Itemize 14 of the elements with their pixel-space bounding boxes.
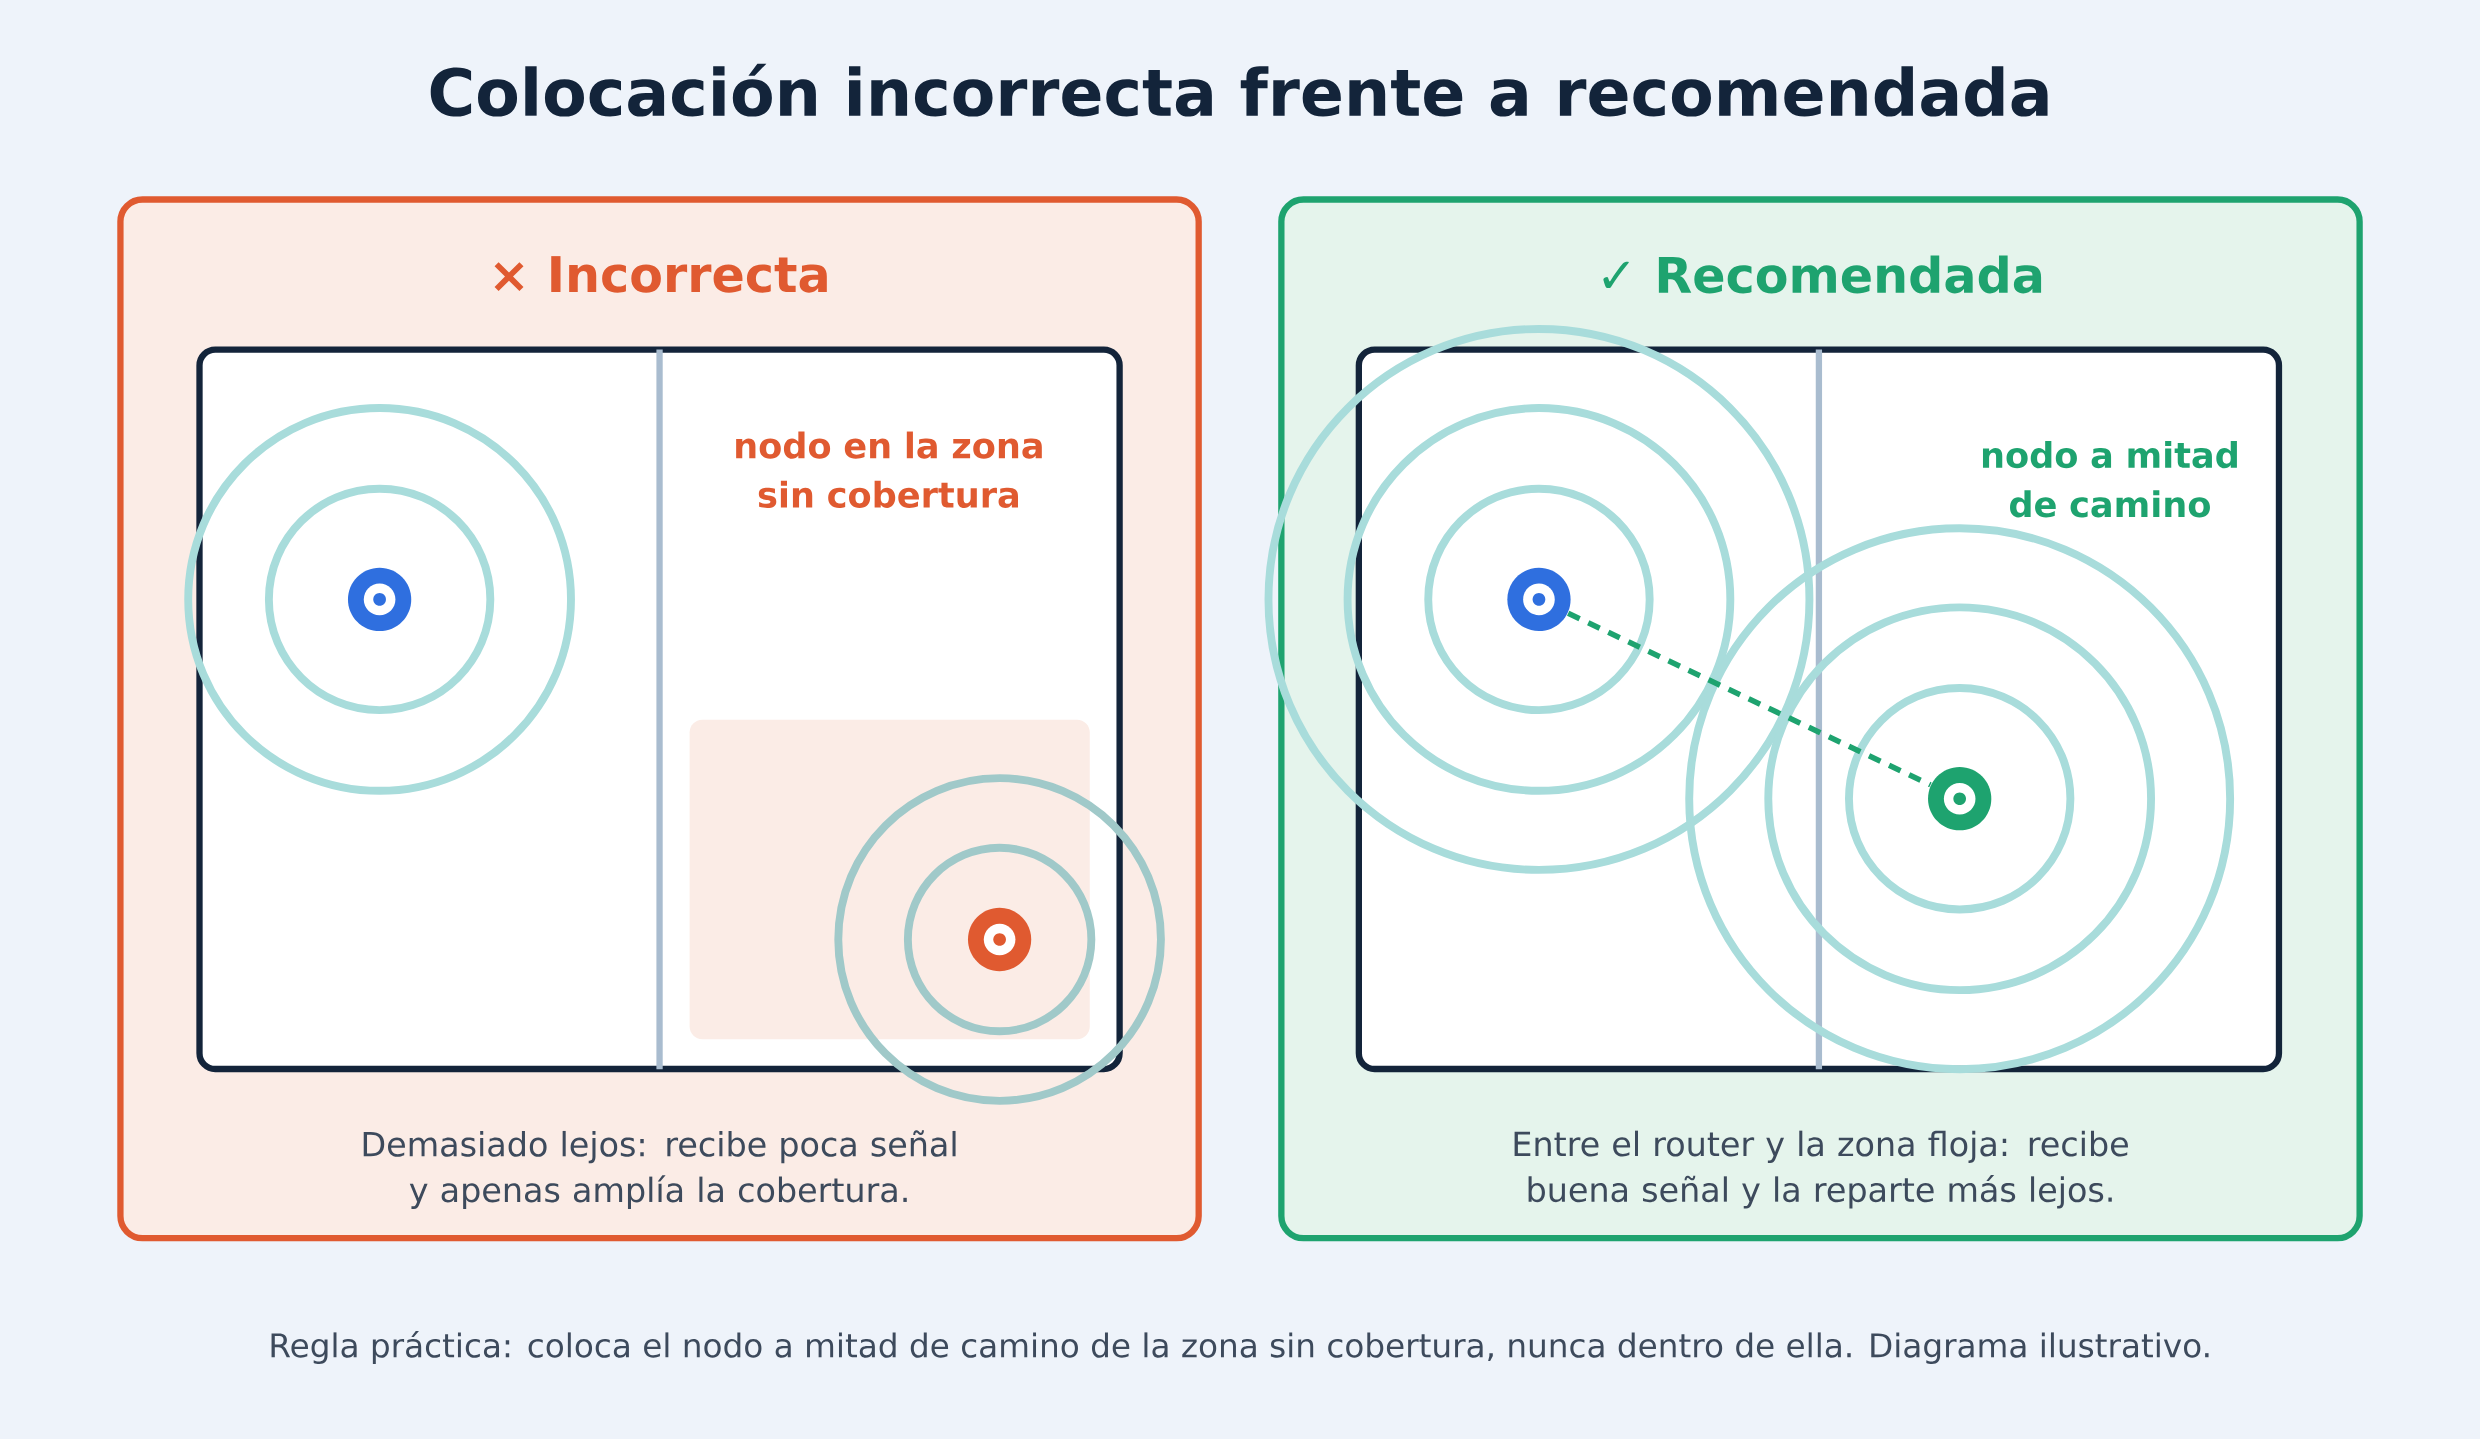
panel-heading: × Incorrecta (494, 256, 827, 293)
footnote: Regla práctica: coloca el nodo a mitad de camino de la zona sin cobertura, nunca dentro de ella. Diagrama ilustrativo. (271, 1330, 2209, 1364)
zone-label: nodo a mitad de camino (1983, 440, 2237, 518)
device-icon (968, 907, 1032, 971)
title: Colocación incorrecta frente a recomendada (430, 63, 2048, 117)
floor-plan (1355, 346, 2283, 1073)
device-icon (1507, 567, 1571, 631)
device-icon (347, 567, 412, 631)
panel-caption: Demasiado lejos: recibe poca señal y apenas amplía la cobertura. (363, 1130, 956, 1209)
panel-caption: Entre el router y la zona floja: recibe buena señal y la reparte más lejos. (1514, 1130, 2128, 1209)
zone-label: nodo en la zona sin cobertura (736, 431, 1042, 508)
panel-heading: ✓ Recomendada (1603, 255, 2042, 294)
connection-line (1567, 610, 1932, 788)
device-icon (1928, 766, 1992, 831)
